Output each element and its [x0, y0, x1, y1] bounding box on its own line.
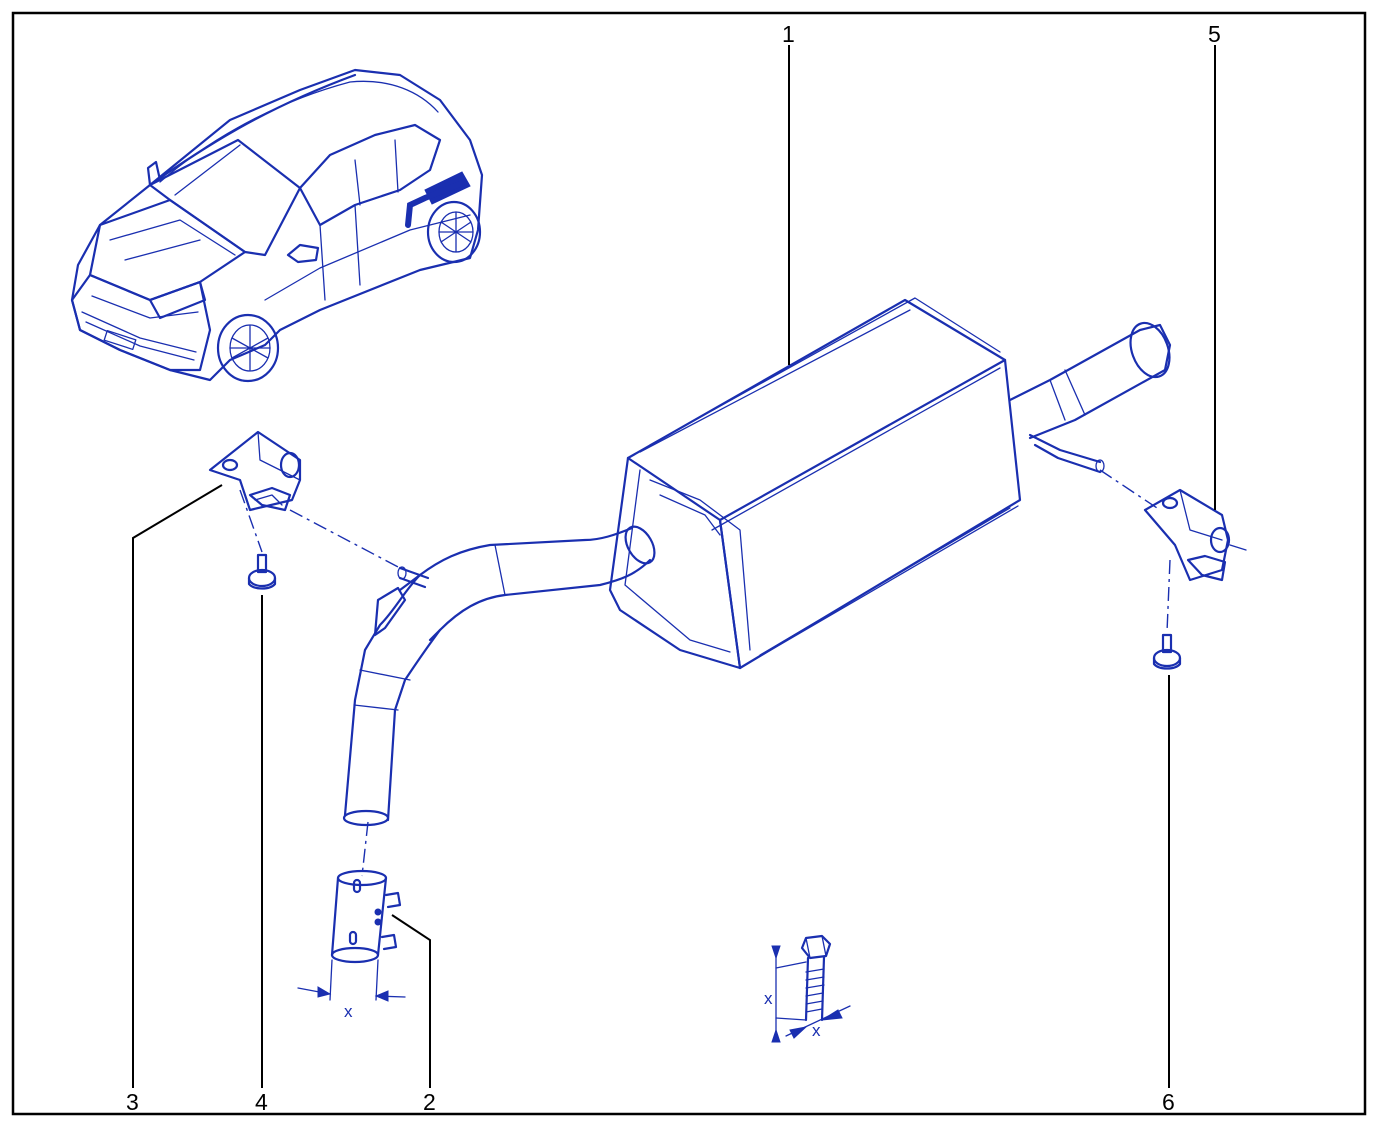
bolt-length-label: x	[764, 989, 773, 1008]
assembly-axes	[239, 469, 1171, 877]
vehicle-locator-illustration	[70, 68, 484, 383]
leader-lines	[132, 45, 1216, 1088]
callout-4: 4	[255, 1089, 268, 1115]
bolt-diameter-label: x	[812, 1021, 821, 1040]
callout-2: 2	[423, 1089, 436, 1115]
callout-6: 6	[1162, 1089, 1175, 1115]
front-bolt	[247, 553, 277, 590]
clamp-width-label: x	[344, 1002, 353, 1021]
bolt-detail: x x	[764, 934, 851, 1043]
clamp-width-dimension: x	[297, 959, 406, 1021]
front-hanger-bracket	[208, 430, 302, 512]
rear-silencer-assembly	[342, 297, 1172, 827]
rear-bolt	[1152, 633, 1182, 670]
diagram-frame	[11, 11, 1367, 1116]
callout-5: 5	[1208, 21, 1221, 47]
callout-1: 1	[782, 21, 795, 47]
rear-hanger-bracket	[1143, 488, 1247, 582]
callout-numbers: 1 5 3 4 2 6	[126, 21, 1221, 1115]
callout-3: 3	[126, 1089, 139, 1115]
exhaust-clamp	[330, 869, 402, 964]
